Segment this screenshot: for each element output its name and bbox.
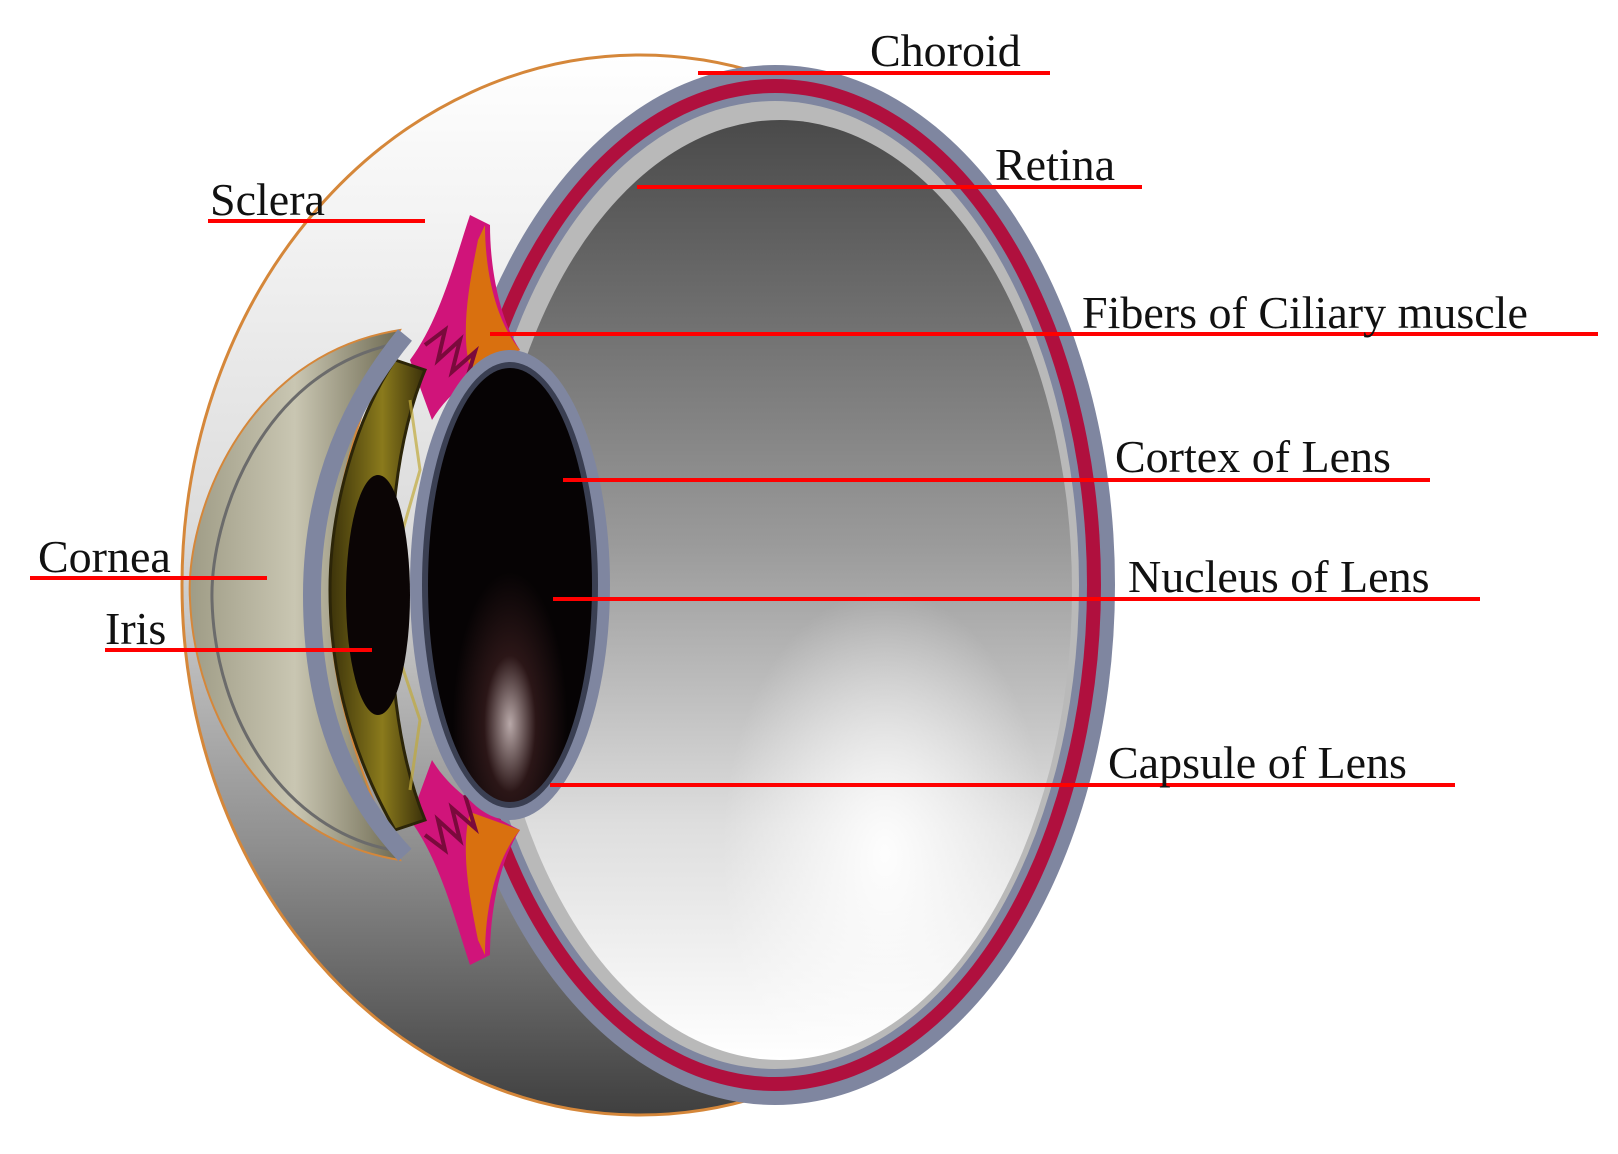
anterior-rim bbox=[302, 329, 412, 862]
label-capsule: Capsule of Lens bbox=[1108, 737, 1407, 788]
label-cortex: Cortex of Lens bbox=[1115, 431, 1391, 482]
labels: Choroid Retina Sclera Fibers of Ciliary … bbox=[38, 25, 1528, 788]
lens bbox=[410, 350, 610, 820]
label-iris: Iris bbox=[105, 603, 166, 654]
leader-lines bbox=[30, 71, 1598, 787]
iris-shape bbox=[328, 358, 428, 832]
label-retina: Retina bbox=[995, 139, 1115, 190]
label-nucleus: Nucleus of Lens bbox=[1128, 551, 1429, 602]
label-choroid: Choroid bbox=[870, 25, 1021, 76]
ciliary-body-lower bbox=[410, 760, 520, 965]
label-sclera: Sclera bbox=[210, 174, 325, 225]
label-cornea: Cornea bbox=[38, 531, 171, 582]
label-ciliary: Fibers of Ciliary muscle bbox=[1082, 287, 1528, 338]
vitreous-interior bbox=[488, 120, 1072, 1060]
